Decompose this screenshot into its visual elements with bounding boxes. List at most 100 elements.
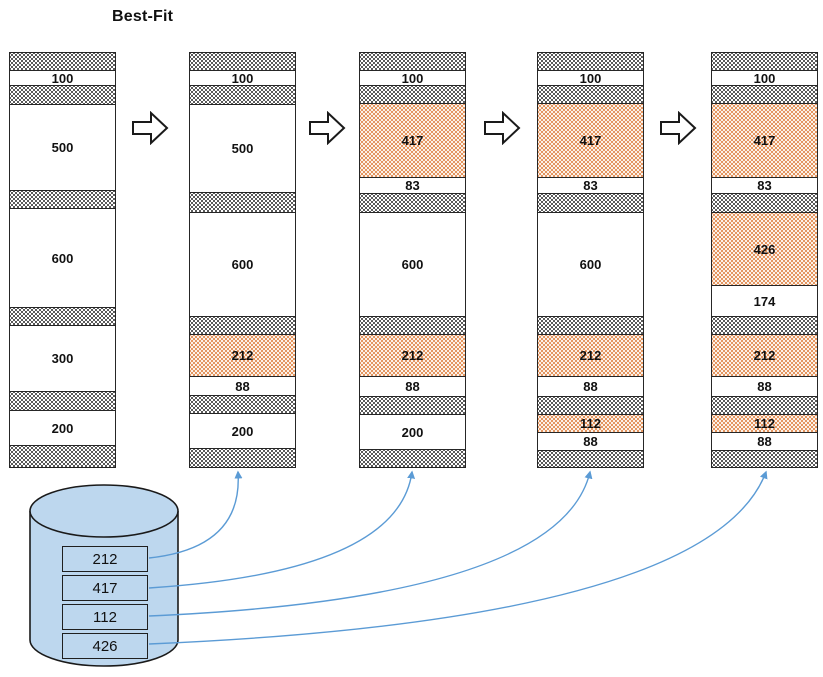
hatched-block xyxy=(360,194,465,213)
memory-column-4: 100 417 83 600 212 88 112 88 xyxy=(537,52,644,468)
hatched-block xyxy=(10,191,115,209)
memory-column-1: 100 500 600 300 200 xyxy=(9,52,116,468)
queue-item: 426 xyxy=(62,633,148,659)
free-block: 300 xyxy=(10,326,115,392)
hatched-block xyxy=(360,397,465,415)
block-size-label: 500 xyxy=(231,141,254,156)
hatched-block xyxy=(712,53,817,71)
free-block: 500 xyxy=(10,105,115,191)
queue-item: 417 xyxy=(62,575,148,601)
block-size-label: 83 xyxy=(757,178,772,193)
block-size-label: 600 xyxy=(579,257,602,272)
free-block: 600 xyxy=(538,213,643,317)
hatched-block xyxy=(190,193,295,213)
free-block: 100 xyxy=(10,71,115,86)
allocation-arrow-1-icon xyxy=(148,470,243,559)
block-size-label: 88 xyxy=(235,378,250,394)
hatched-block xyxy=(190,396,295,414)
free-block: 88 xyxy=(712,433,817,451)
free-block: 600 xyxy=(360,213,465,317)
hatched-block xyxy=(538,397,643,415)
step-arrow-icon xyxy=(660,111,697,145)
block-size-label: 112 xyxy=(580,416,601,431)
block-size-label: 300 xyxy=(51,351,74,366)
block-size-label: 200 xyxy=(231,423,254,439)
free-block: 600 xyxy=(10,209,115,308)
block-size-label: 500 xyxy=(51,140,74,155)
allocated-block: 212 xyxy=(360,335,465,377)
allocated-block: 417 xyxy=(538,104,643,178)
hatched-block xyxy=(538,194,643,213)
hatched-block xyxy=(712,317,817,335)
hatched-block xyxy=(10,308,115,326)
free-block: 83 xyxy=(538,178,643,194)
block-size-label: 100 xyxy=(753,71,776,86)
block-size-label: 600 xyxy=(231,257,254,272)
step-arrow-shape xyxy=(484,111,521,145)
hatched-block xyxy=(10,392,115,411)
free-block: 100 xyxy=(538,71,643,86)
block-size-label: 100 xyxy=(401,71,424,86)
block-size-label: 88 xyxy=(583,379,598,394)
free-block: 83 xyxy=(360,178,465,194)
allocated-block: 417 xyxy=(360,104,465,178)
block-size-label: 88 xyxy=(757,379,772,394)
hatched-block xyxy=(712,397,817,415)
free-block: 500 xyxy=(190,105,295,193)
block-size-label: 100 xyxy=(51,71,74,86)
hatched-block xyxy=(190,86,295,105)
step-arrow-shape xyxy=(660,111,697,145)
hatched-block xyxy=(190,449,295,467)
block-size-label: 174 xyxy=(753,293,776,309)
block-size-label: 417 xyxy=(753,133,776,148)
step-arrow-icon xyxy=(484,111,521,145)
free-block: 200 xyxy=(190,414,295,449)
block-size-label: 83 xyxy=(583,178,598,193)
free-block: 200 xyxy=(10,411,115,446)
free-block: 174 xyxy=(712,286,817,317)
hatched-block xyxy=(360,450,465,467)
hatched-block xyxy=(712,451,817,467)
block-size-label: 212 xyxy=(579,348,602,363)
hatched-block xyxy=(538,317,643,335)
block-size-label: 100 xyxy=(231,71,254,86)
block-size-label: 200 xyxy=(401,424,424,440)
allocation-arrow-4-icon xyxy=(148,470,768,645)
free-block: 100 xyxy=(712,71,817,86)
hatched-block xyxy=(538,53,643,71)
block-size-label: 88 xyxy=(583,434,598,449)
block-size-label: 83 xyxy=(405,178,420,193)
allocated-block: 112 xyxy=(538,415,643,433)
free-block: 88 xyxy=(538,433,643,451)
hatched-block xyxy=(360,86,465,104)
allocated-block: 112 xyxy=(712,415,817,433)
block-size-label: 88 xyxy=(757,434,772,449)
block-size-label: 100 xyxy=(579,71,602,86)
allocated-block: 426 xyxy=(712,213,817,286)
step-arrow-icon xyxy=(132,111,169,145)
hatched-block xyxy=(538,86,643,104)
block-size-label: 417 xyxy=(579,133,602,148)
step-arrow-shape xyxy=(309,111,346,145)
block-size-label: 426 xyxy=(753,241,776,257)
block-size-label: 600 xyxy=(401,257,424,272)
hatched-block xyxy=(360,317,465,335)
step-arrow-icon xyxy=(309,111,346,145)
hatched-block xyxy=(712,86,817,104)
hatched-block xyxy=(538,451,643,467)
diagram-title: Best-Fit xyxy=(112,8,174,25)
allocated-block: 212 xyxy=(712,335,817,377)
allocation-arrow-3-icon xyxy=(148,470,593,617)
block-size-label: 212 xyxy=(231,348,254,363)
block-size-label: 88 xyxy=(405,379,420,394)
hatched-block xyxy=(10,86,115,105)
memory-column-2: 100 500 600 212 88 200 xyxy=(189,52,296,468)
allocated-block: 212 xyxy=(190,335,295,377)
step-arrow-shape xyxy=(132,111,169,145)
free-block: 100 xyxy=(190,71,295,86)
free-block: 88 xyxy=(538,377,643,397)
free-block: 88 xyxy=(712,377,817,397)
